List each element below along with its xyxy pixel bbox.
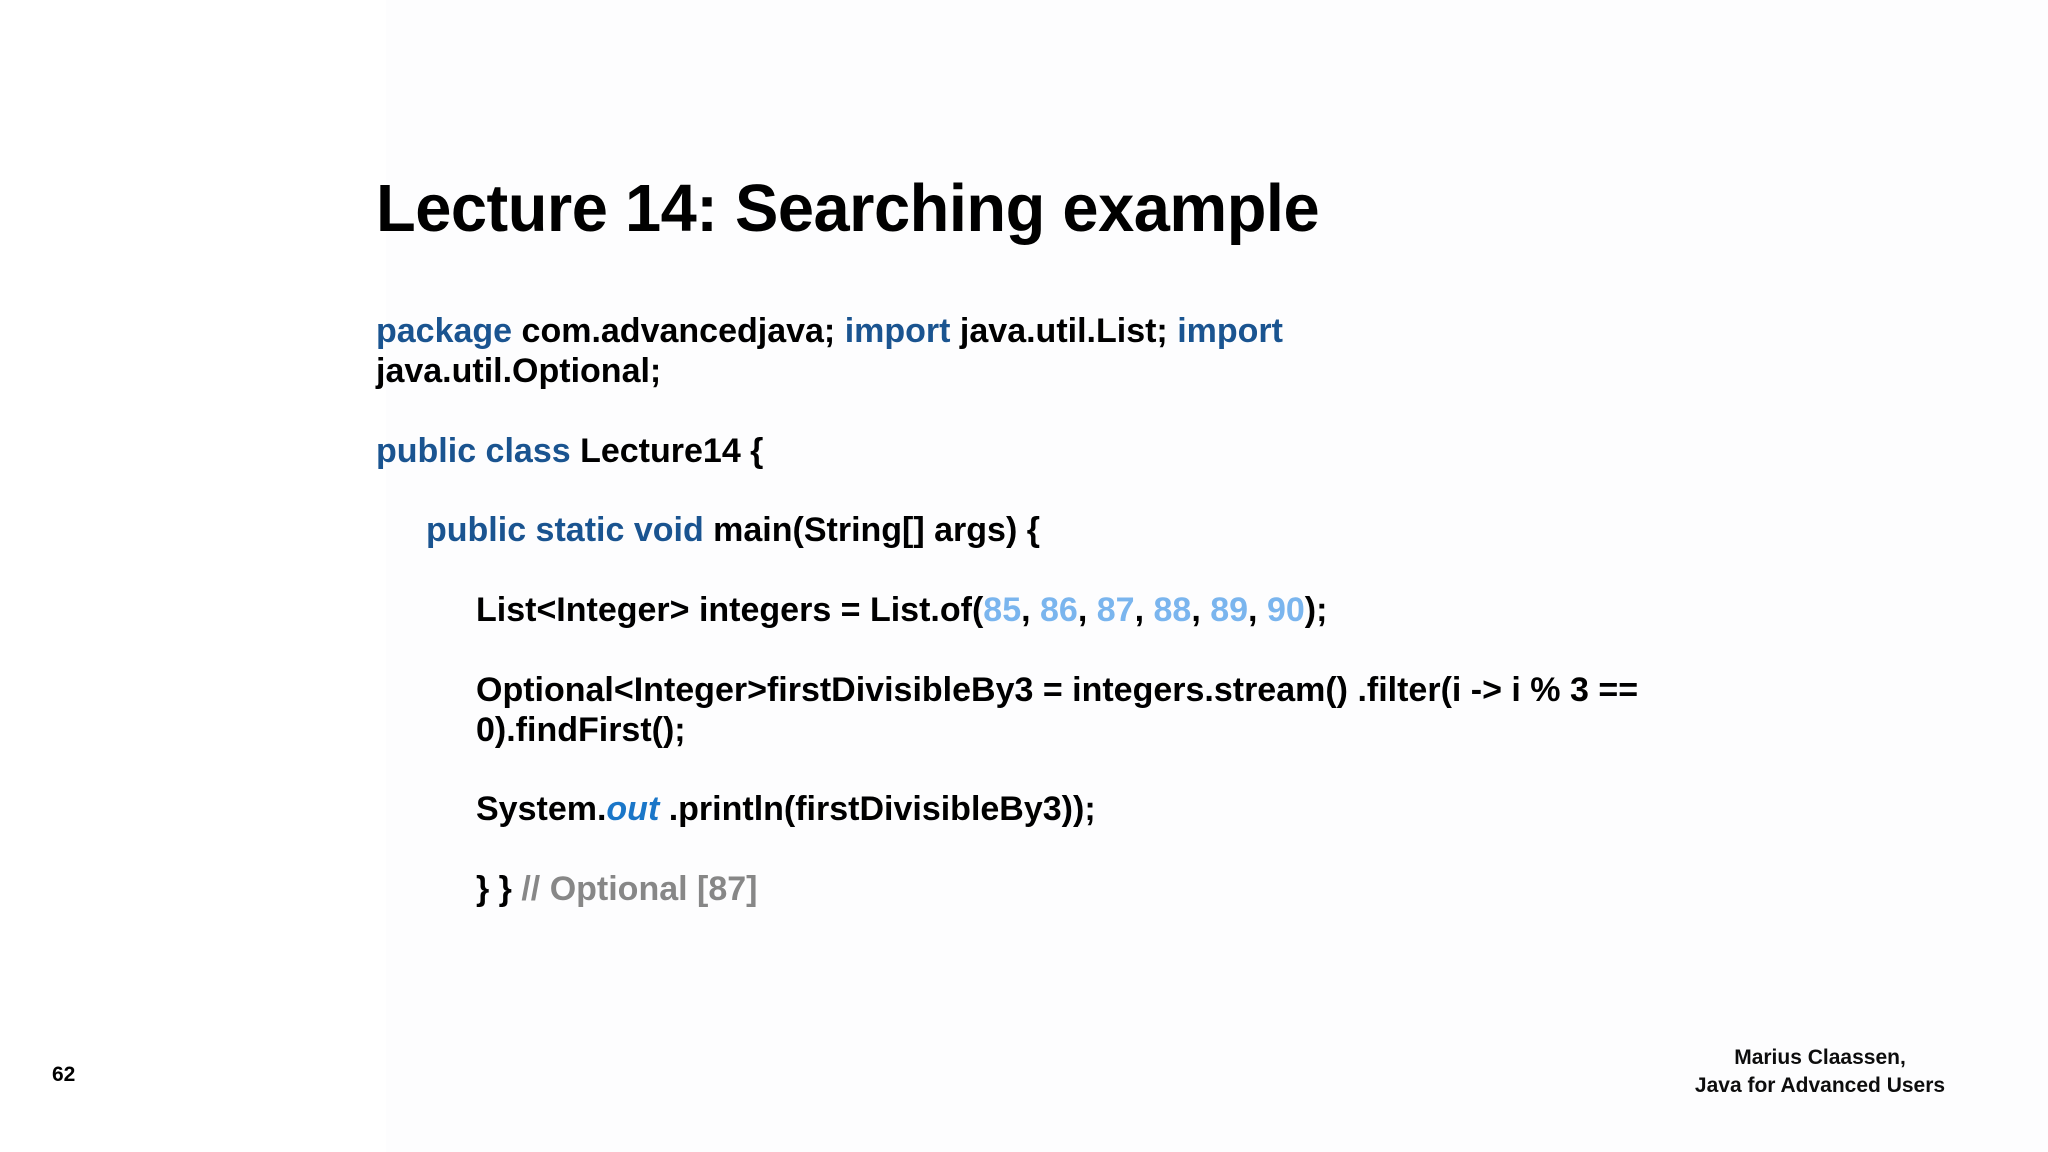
literal-90: 90 [1266, 591, 1305, 630]
inline-comment: // Optional [87] [521, 870, 758, 909]
separator-4: , [1191, 591, 1211, 630]
main-signature: main(String[] args) { [703, 511, 1040, 550]
separator-5: , [1248, 591, 1267, 630]
code-line-stream-filter: Optional<Integer>firstDivisibleBy3 = int… [476, 670, 1639, 749]
field-out: out [606, 790, 660, 829]
code-line-list-declaration: List<Integer> integers = List.of(85, 86,… [376, 591, 1676, 631]
spacer [835, 312, 844, 350]
page-number: 62 [52, 1063, 76, 1086]
code-line-println: System.out .println(firstDivisibleBy3)); [376, 790, 1676, 830]
list-declaration-prefix: List<Integer> integers = List.of( [476, 591, 984, 630]
package-name: com.advancedjava; [512, 312, 836, 350]
literal-89: 89 [1210, 591, 1249, 630]
footer-course: Java for Advanced Users [1694, 1073, 1946, 1097]
separator-1: , [1021, 591, 1041, 630]
literal-85: 85 [983, 591, 1022, 630]
closing-braces: } } [476, 870, 522, 909]
class-name: Lecture14 { [570, 431, 764, 470]
code-line-package-imports: package com.advancedjava; import java.ut… [376, 312, 1546, 392]
separator-3: , [1134, 591, 1154, 630]
import-path-2: java.util.Optional; [376, 351, 662, 390]
code-line-closing-braces: } } // Optional [87] [376, 870, 1676, 910]
keyword-package: package [376, 312, 513, 350]
code-line-class-declaration: public class Lecture14 { [376, 432, 1676, 472]
list-declaration-suffix: ); [1304, 591, 1328, 630]
separator-2: , [1077, 591, 1097, 630]
code-block: package com.advancedjava; import java.ut… [376, 312, 1676, 936]
literal-87: 87 [1096, 591, 1135, 630]
code-line-main-method: public static void main(String[] args) { [376, 511, 1676, 551]
system-prefix: System. [476, 790, 607, 829]
literal-86: 86 [1040, 591, 1078, 630]
keyword-import-2: import [1177, 312, 1283, 350]
println-suffix: .println(firstDivisibleBy3)); [659, 790, 1096, 829]
page-title: Lecture 14: Searching example [376, 170, 1320, 246]
literal-88: 88 [1153, 591, 1192, 630]
keyword-import-1: import [844, 312, 951, 350]
footer-author: Marius Claassen, [1734, 1046, 1906, 1069]
import-path-1: java.util.List; [950, 312, 1178, 350]
footer-credit: Marius Claassen, Java for Advanced Users [1610, 1044, 2030, 1099]
keyword-public-class: public class [376, 431, 571, 470]
keyword-public-static-void: public static void [426, 511, 704, 550]
